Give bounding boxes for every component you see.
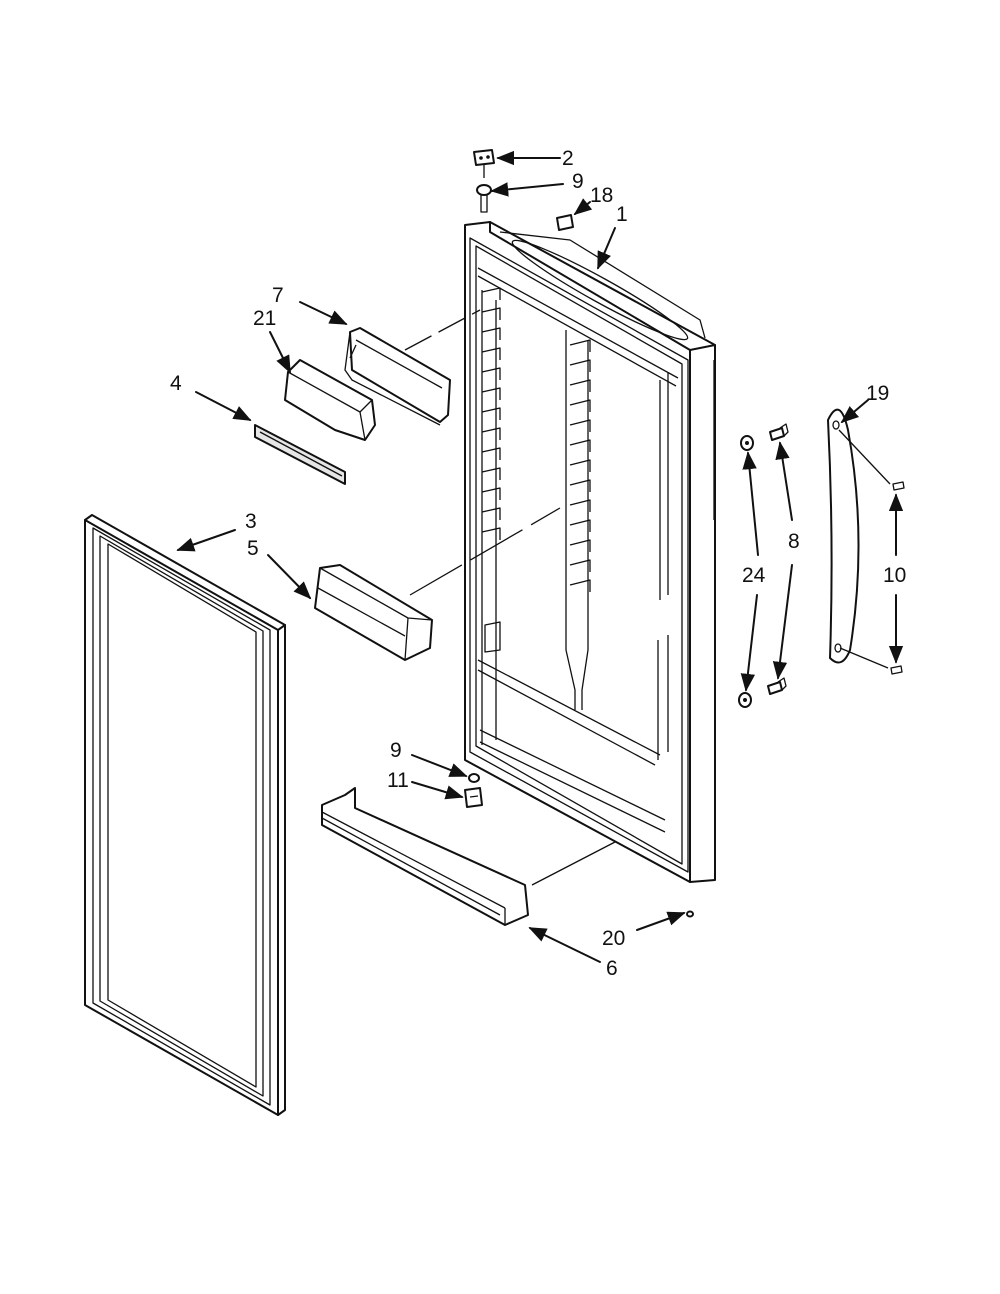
label-21: 21: [253, 307, 276, 330]
label-6: 6: [606, 957, 618, 980]
leader-lines: [176, 150, 904, 963]
handle-screw-bottom: [767, 677, 787, 695]
hinge-washer-top: [476, 184, 492, 213]
label-2: 2: [562, 147, 574, 170]
hinge-washer-bottom: [468, 773, 480, 783]
label-1: 1: [616, 203, 628, 226]
door-stop-screw: [686, 910, 694, 918]
handle-screw-top: [769, 423, 789, 441]
label-9-top: 9: [572, 170, 584, 193]
top-hinge: [473, 149, 495, 178]
label-7: 7: [272, 284, 284, 307]
door-assembly: [464, 221, 716, 883]
handle-spacer-top: [740, 435, 754, 451]
trim-strip: [254, 424, 346, 485]
dairy-door: [284, 359, 376, 441]
door-bin-middle: [314, 564, 433, 661]
label-18: 18: [590, 184, 613, 207]
handle-spacer-bottom: [738, 692, 752, 708]
label-11: 11: [387, 769, 409, 792]
part-labels: 2 9 18 1 7 21 4 3 5 9 11 20 6 19 24 8 10: [170, 147, 906, 980]
label-8: 8: [788, 530, 800, 553]
label-20: 20: [602, 927, 625, 950]
bottom-hinge-bracket: [464, 787, 483, 808]
label-4: 4: [170, 372, 182, 395]
door-bin-bottom: [321, 787, 529, 926]
label-19: 19: [866, 382, 889, 405]
handle-set-screw-top: [892, 481, 905, 491]
label-10: 10: [883, 564, 906, 587]
label-5: 5: [247, 537, 259, 560]
door-shelf-upper: [344, 327, 451, 426]
label-24: 24: [742, 564, 766, 587]
label-9-bottom: 9: [390, 739, 402, 762]
handle-set-screw-bottom: [890, 665, 903, 675]
door-handle: [827, 408, 860, 664]
door-gasket: [84, 514, 286, 1116]
label-3: 3: [245, 510, 257, 533]
hinge-cap: [556, 214, 574, 231]
